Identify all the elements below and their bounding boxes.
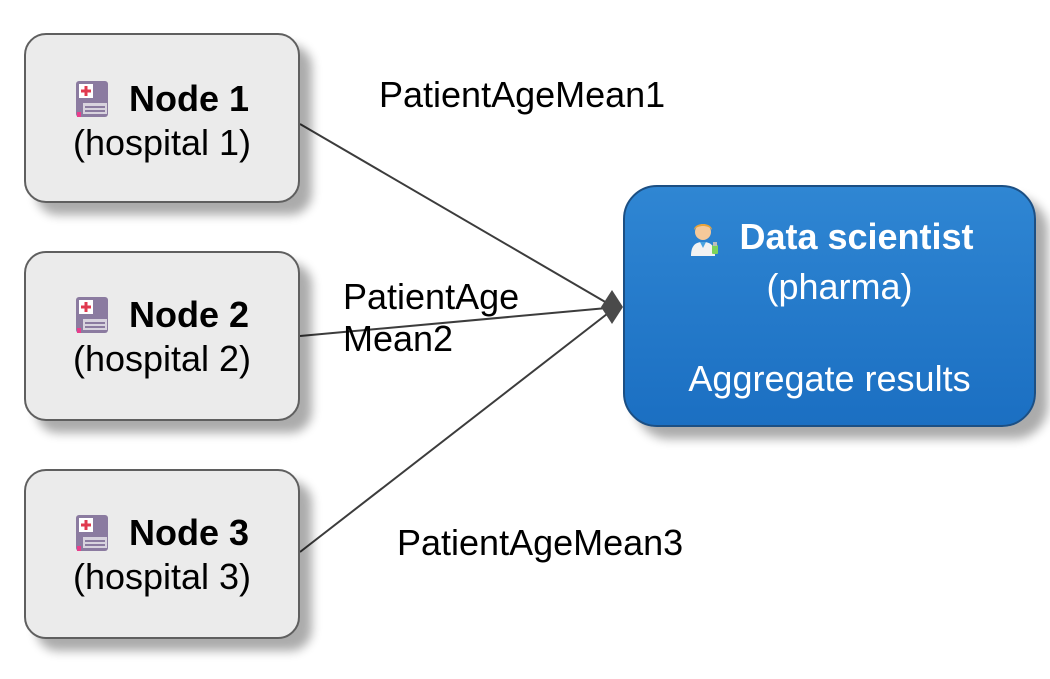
target-action: Aggregate results <box>688 358 971 399</box>
target-title: Data scientist <box>739 216 974 257</box>
edge-node-1-to-scientist <box>299 123 608 304</box>
node-title: Node 1 <box>128 78 250 119</box>
target-subtitle: (pharma) <box>766 266 913 307</box>
node-hospital-3: Node 3 (hospital 3) <box>24 469 300 639</box>
hospital-icon <box>75 515 108 551</box>
node-hospital-2: Node 2 (hospital 2) <box>24 251 300 421</box>
hospital-icon <box>75 297 108 333</box>
node-subtitle: (hospital 3) <box>72 556 252 597</box>
data-scientist-node: Data scientist (pharma) Aggregate result… <box>623 185 1036 427</box>
edge-node-3-to-scientist <box>299 313 608 553</box>
node-title: Node 2 <box>128 294 250 335</box>
edge-node-2-to-scientist <box>299 307 608 337</box>
edge-label-1: PatientAgeMean1 <box>379 74 666 115</box>
arrowhead <box>601 290 623 324</box>
node-subtitle: (hospital 1) <box>72 122 252 163</box>
hospital-icon <box>75 81 108 117</box>
scientist-icon <box>691 224 719 256</box>
edge-label-3: PatientAgeMean3 <box>397 522 684 563</box>
node-title: Node 3 <box>128 512 250 553</box>
node-hospital-1: Node 1 (hospital 1) <box>24 33 300 203</box>
node-subtitle: (hospital 2) <box>72 338 252 379</box>
